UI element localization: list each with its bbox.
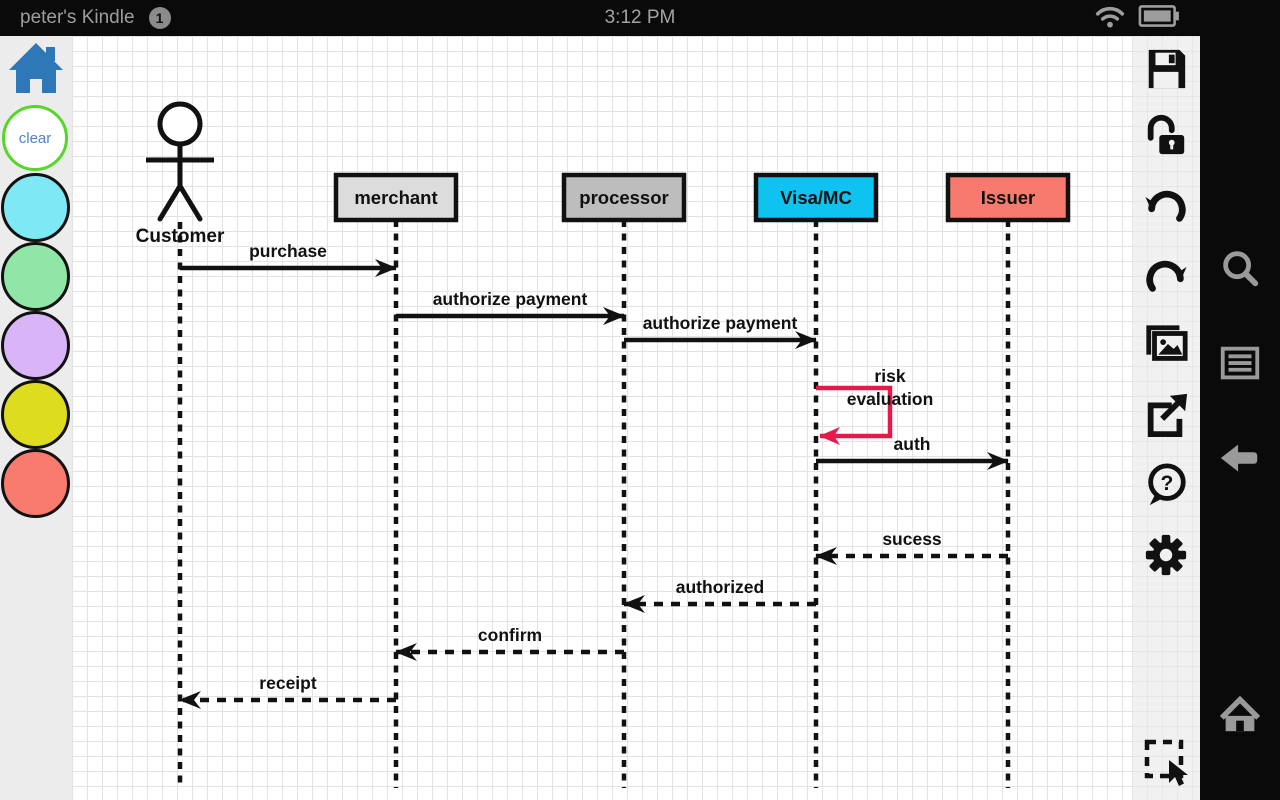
- palette-color-red[interactable]: [1, 449, 70, 518]
- undo-icon: [1143, 190, 1189, 232]
- message-label: purchase: [249, 241, 327, 261]
- clock: 3:12 PM: [604, 7, 676, 28]
- system-nav-bar: [1200, 0, 1280, 800]
- home-icon: [8, 43, 64, 100]
- select-tool-button[interactable]: [1143, 736, 1189, 786]
- help-icon: ?: [1143, 463, 1189, 512]
- search-button[interactable]: [1217, 246, 1263, 292]
- message-label: sucess: [882, 529, 942, 549]
- message-auth[interactable]: auth: [816, 434, 1009, 470]
- battery-icon: [1138, 3, 1180, 34]
- menu-icon: [1217, 346, 1263, 391]
- help-button[interactable]: ?: [1143, 462, 1189, 508]
- participant-label: Visa/MC: [780, 187, 852, 208]
- undo-button[interactable]: [1143, 182, 1189, 228]
- share-button[interactable]: [1143, 392, 1189, 438]
- palette-color-green[interactable]: [1, 242, 70, 311]
- redo-icon: [1143, 260, 1189, 302]
- message-authorized[interactable]: authorized: [623, 577, 816, 613]
- device-name: peter's Kindle: [20, 7, 135, 28]
- tool-sidebar: clear: [0, 36, 72, 800]
- share-icon: [1143, 393, 1189, 442]
- gallery-icon: [1143, 325, 1189, 372]
- participant-label: processor: [579, 187, 668, 208]
- drawing-canvas[interactable]: Customer merchant processor Visa/MC Issuer pu…: [72, 36, 1132, 800]
- message-label: evaluation: [847, 389, 934, 409]
- redo-button[interactable]: [1143, 252, 1189, 298]
- actor-customer[interactable]: Customer: [136, 101, 225, 247]
- lock-button[interactable]: [1143, 112, 1189, 158]
- status-bar: peter's Kindle 1 3:12 PM: [0, 0, 1280, 36]
- participant-box-visa-mc[interactable]: Visa/MC: [753, 172, 879, 223]
- participant-box-issuer[interactable]: Issuer: [945, 172, 1071, 223]
- home-shape-button[interactable]: [8, 40, 64, 96]
- message-sucess[interactable]: sucess: [815, 529, 1008, 565]
- search-icon: [1217, 251, 1263, 296]
- participant-box-merchant[interactable]: merchant: [333, 172, 459, 223]
- action-toolbar: ?: [1132, 36, 1200, 800]
- select-tool-icon: [1143, 739, 1195, 792]
- message-label: confirm: [478, 625, 542, 645]
- clear-button-label: clear: [18, 129, 52, 147]
- palette-color-cyan[interactable]: [1, 173, 70, 242]
- settings-icon: [1143, 534, 1189, 582]
- sequence-diagram[interactable]: Customer merchant processor Visa/MC Issuer pu…: [72, 36, 1132, 800]
- clear-button[interactable]: clear: [2, 105, 68, 171]
- home-icon: [1217, 695, 1263, 740]
- menu-button[interactable]: [1217, 341, 1263, 387]
- nav-home-button[interactable]: [1217, 690, 1263, 736]
- message-confirm[interactable]: confirm: [395, 625, 624, 661]
- palette-color-purple[interactable]: [1, 311, 70, 380]
- unlock-icon: [1143, 114, 1189, 162]
- save-button[interactable]: [1143, 46, 1189, 92]
- message-authorize-payment[interactable]: authorize payment: [396, 289, 625, 325]
- color-palette: [1, 173, 71, 518]
- message-label: authorize payment: [433, 289, 588, 309]
- message-label: risk: [874, 366, 905, 386]
- message-label: auth: [894, 434, 931, 454]
- message-authorize-payment[interactable]: authorize payment: [624, 313, 817, 349]
- participant-label: merchant: [354, 187, 437, 208]
- self-message-risk-evaluation[interactable]: risk evaluation: [816, 366, 934, 445]
- message-label: receipt: [259, 673, 317, 693]
- back-button[interactable]: [1217, 436, 1263, 482]
- message-label: authorized: [676, 577, 764, 597]
- palette-color-yellow[interactable]: [1, 380, 70, 449]
- actor-label: Customer: [136, 226, 225, 247]
- gallery-button[interactable]: [1143, 322, 1189, 368]
- wifi-icon: [1094, 3, 1126, 34]
- save-icon: [1143, 49, 1189, 96]
- notification-badge[interactable]: 1: [148, 7, 171, 29]
- participant-label: Issuer: [981, 187, 1036, 208]
- message-purchase[interactable]: purchase: [180, 241, 397, 277]
- participant-box-processor[interactable]: processor: [561, 172, 687, 223]
- svg-text:?: ?: [1161, 472, 1174, 495]
- back-icon: [1217, 444, 1263, 486]
- message-receipt[interactable]: receipt: [179, 673, 396, 709]
- settings-button[interactable]: [1143, 532, 1189, 578]
- message-label: authorize payment: [643, 313, 798, 333]
